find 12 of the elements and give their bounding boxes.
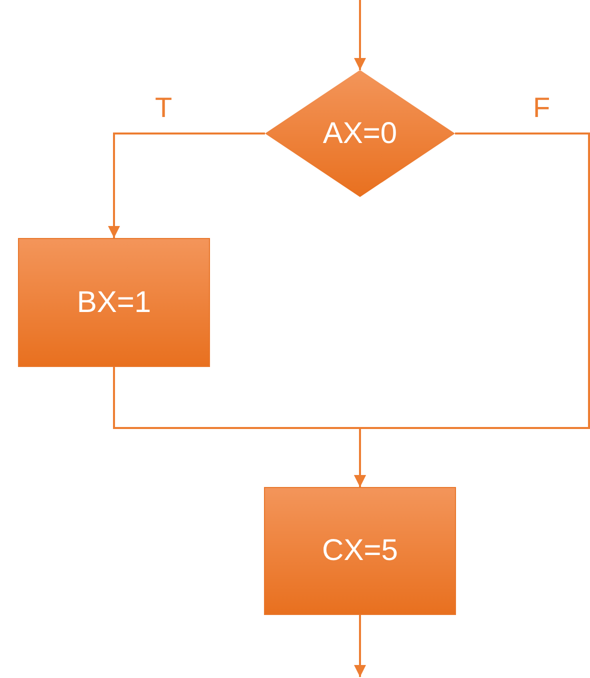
node-label: AX=0 xyxy=(322,116,398,150)
process-box xyxy=(18,238,210,367)
arrow xyxy=(354,0,366,70)
arrow xyxy=(113,367,366,487)
edge-label: T xyxy=(155,94,172,122)
arrow xyxy=(108,132,265,238)
process-box xyxy=(264,487,456,615)
node-label: CX=5 xyxy=(322,534,398,568)
edge-label: F xyxy=(533,94,550,122)
arrow xyxy=(354,615,366,677)
node-label: BX=1 xyxy=(76,286,152,320)
decision-diamond xyxy=(265,70,455,197)
